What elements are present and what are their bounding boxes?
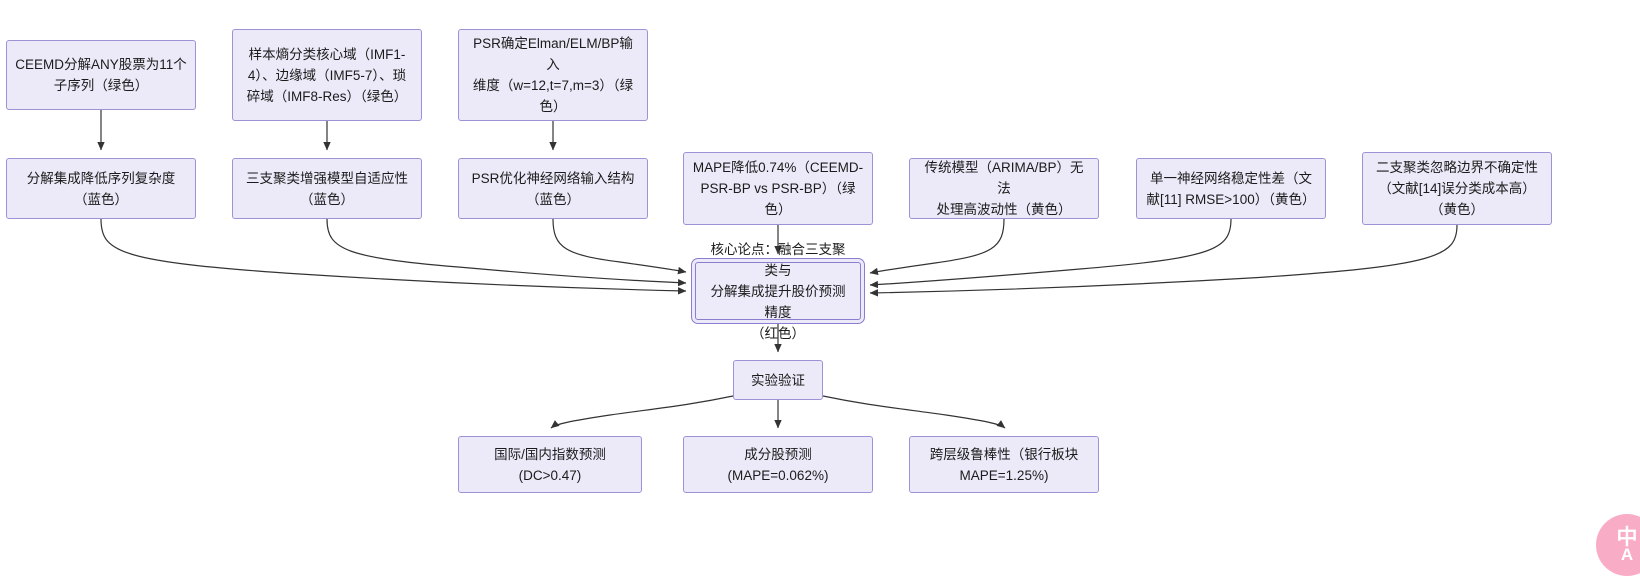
node-label: 单一神经网络稳定性差（文 献[11] RMSE>100）（黄色） xyxy=(1146,170,1316,207)
node-b3[interactable]: 跨层级鲁棒性（银行板块 MAPE=1.25%) xyxy=(909,436,1099,493)
node-label: 实验验证 xyxy=(751,372,805,388)
edge-n6-core xyxy=(552,218,687,275)
node-exp[interactable]: 实验验证 xyxy=(733,360,823,400)
node-b2[interactable]: 成分股预测 (MAPE=0.062%) xyxy=(683,436,873,493)
edge-n5-core xyxy=(326,218,687,287)
node-n4[interactable]: 分解集成降低序列复杂度 （蓝色） xyxy=(6,158,196,219)
node-label: PSR确定Elman/ELM/BP输入 维度（w=12,t=7,m=3）（绿 色… xyxy=(472,36,634,114)
node-n10[interactable]: 二支聚类忽略边界不确定性 （文献[14]误分类成本高） （黄色） xyxy=(1362,152,1552,225)
node-label: 核心论点：融合三支聚类与 分解集成提升股价预测精度 （红色） xyxy=(710,241,846,341)
watermark-line2: A xyxy=(1620,544,1634,564)
node-n6[interactable]: PSR优化神经网络输入结构 （蓝色） xyxy=(458,158,648,219)
node-label: 分解集成降低序列复杂度 （蓝色） xyxy=(26,170,176,207)
node-n3[interactable]: PSR确定Elman/ELM/BP输入 维度（w=12,t=7,m=3）（绿 色… xyxy=(458,29,648,121)
node-n7[interactable]: MAPE降低0.74%（CEEMD- PSR-BP vs PSR-BP）（绿 色… xyxy=(683,152,873,225)
node-b1[interactable]: 国际/国内指数预测 (DC>0.47) xyxy=(458,436,642,493)
node-n9[interactable]: 单一神经网络稳定性差（文 献[11] RMSE>100）（黄色） xyxy=(1136,158,1326,219)
edge-n4-core xyxy=(100,218,687,295)
node-n8[interactable]: 传统模型（ARIMA/BP）无法 处理高波动性（黄色） xyxy=(909,158,1099,219)
node-label: 样本熵分类核心域（IMF1- 4）、边缘域（IMF5-7）、琐 碎域（IMF8-… xyxy=(246,46,408,104)
node-label: 二支聚类忽略边界不确定性 （文献[14]误分类成本高） （黄色） xyxy=(1376,160,1538,217)
node-label: 国际/国内指数预测 (DC>0.47) xyxy=(494,446,606,483)
node-label: PSR优化神经网络输入结构 （蓝色） xyxy=(471,170,635,207)
edge-exp-b1 xyxy=(550,395,734,429)
node-n1[interactable]: CEEMD分解ANY股票为11个 子序列（绿色） xyxy=(6,40,196,110)
edge-n10-core xyxy=(869,224,1458,297)
node-label: 传统模型（ARIMA/BP）无法 处理高波动性（黄色） xyxy=(924,160,1084,217)
node-n2[interactable]: 样本熵分类核心域（IMF1- 4）、边缘域（IMF5-7）、琐 碎域（IMF8-… xyxy=(232,29,422,121)
node-label: 成分股预测 (MAPE=0.062%) xyxy=(727,446,829,483)
node-label: 跨层级鲁棒性（银行板块 MAPE=1.25%) xyxy=(929,446,1079,483)
node-n5[interactable]: 三支聚类增强模型自适应性 （蓝色） xyxy=(232,158,422,219)
watermark: 中 A xyxy=(1596,514,1640,576)
node-label: MAPE降低0.74%（CEEMD- PSR-BP vs PSR-BP）（绿 色… xyxy=(692,160,864,217)
watermark-line1: 中 xyxy=(1616,525,1638,549)
node-label: CEEMD分解ANY股票为11个 子序列（绿色） xyxy=(15,57,187,93)
node-core[interactable]: 核心论点：融合三支聚类与 分解集成提升股价预测精度 （红色） xyxy=(695,242,861,341)
edge-n9-core xyxy=(869,218,1232,289)
node-label: 三支聚类增强模型自适应性 （蓝色） xyxy=(246,170,408,207)
edge-exp-b3 xyxy=(822,395,1006,429)
edge-n8-core xyxy=(869,218,1005,276)
